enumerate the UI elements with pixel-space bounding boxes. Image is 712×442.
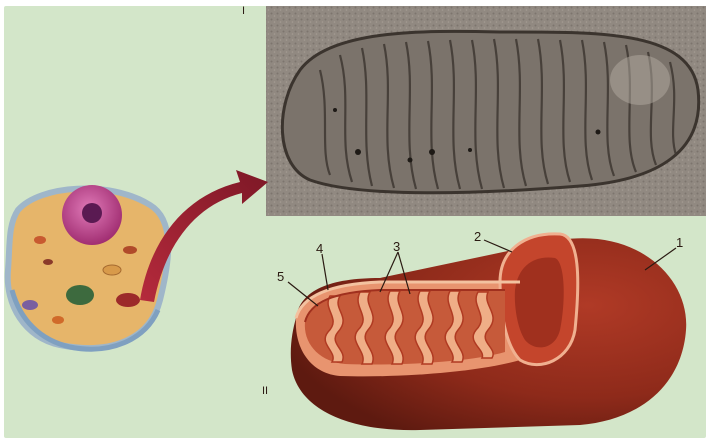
electron-micrograph [266, 6, 706, 216]
part-label-5: 5 [277, 270, 284, 283]
part-label-1: 1 [676, 236, 683, 249]
part-label-4: 4 [316, 242, 323, 255]
panel-label-micrograph: I [242, 6, 245, 17]
animal-cell [8, 185, 168, 349]
part-label-2: 2 [474, 230, 481, 243]
panel-label-model: II [262, 386, 268, 397]
part-label-3: 3 [393, 240, 400, 253]
mitochondrion-model [291, 234, 686, 430]
